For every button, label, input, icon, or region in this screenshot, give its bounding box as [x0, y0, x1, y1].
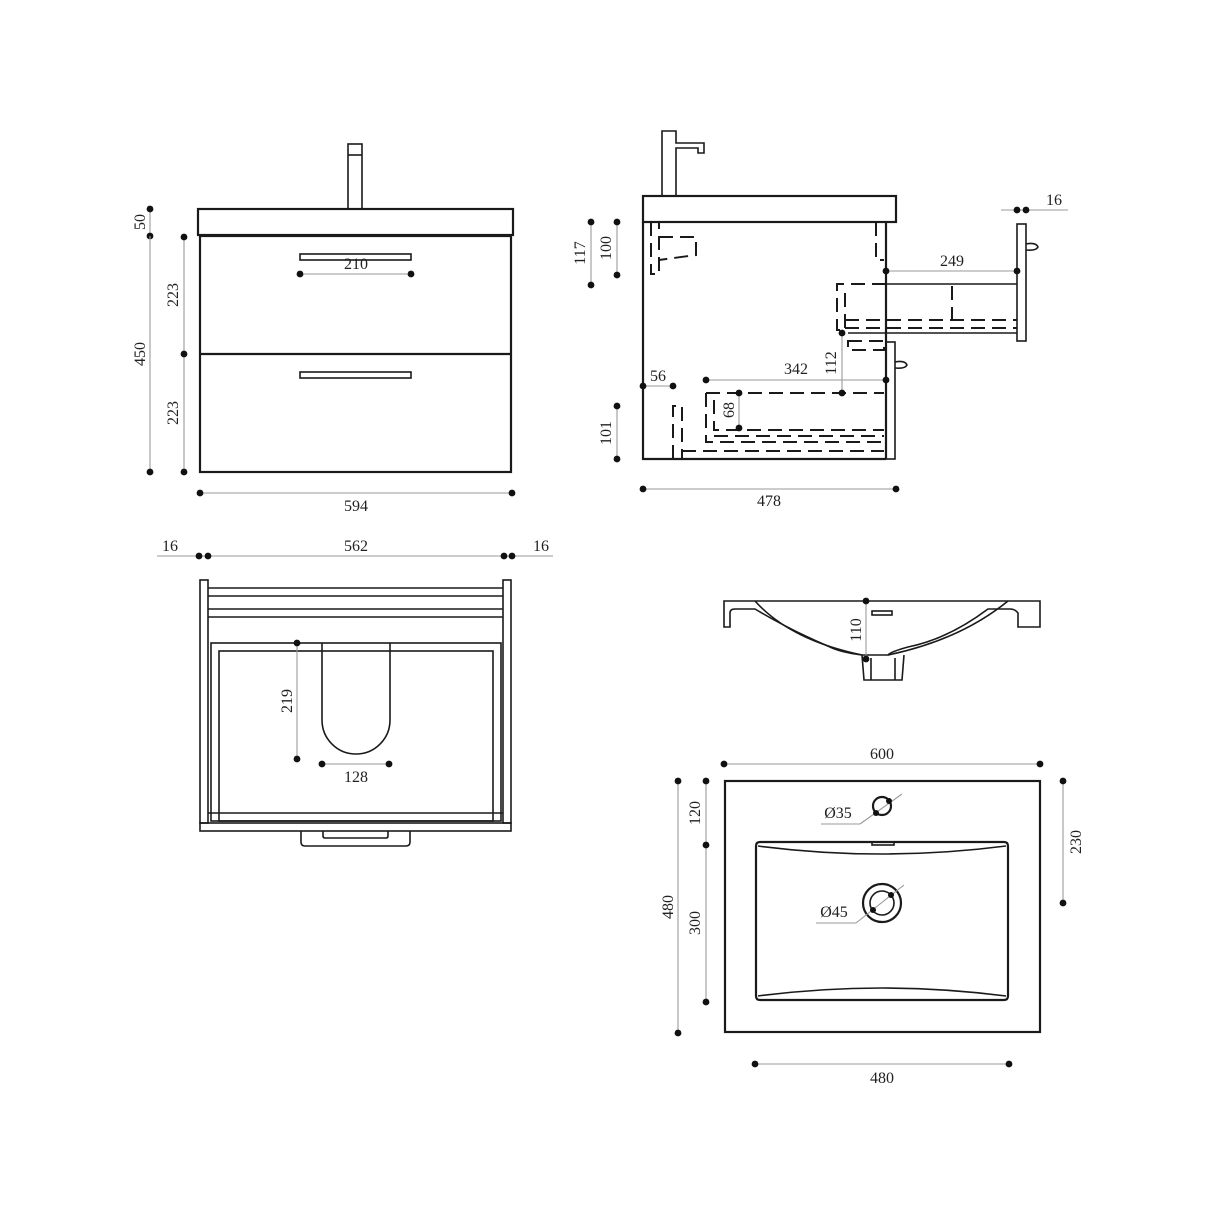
dim-inner-drawer-depth: 342: [784, 361, 808, 378]
dim-drawer-bottom-height: 223: [165, 401, 182, 425]
basin-plan: 600 Ø35 Ø45 480 120 300 230: [660, 746, 1085, 1087]
dim-cutout-depth: 219: [279, 689, 296, 713]
side-view: 117 100 16 249 112 342 56 68 101: [572, 130, 1068, 510]
dim-handle-width: 210: [344, 256, 368, 273]
dim-side-right: 16: [533, 538, 549, 555]
dim-drawer-extension: 249: [940, 253, 964, 270]
basin-outline: [723, 779, 1042, 1034]
dim-drawer-top-height: 223: [165, 283, 182, 307]
basin-bowl: [754, 840, 1010, 1002]
upper-handle-icon: [1025, 242, 1039, 251]
dim-basin-depth: 480: [660, 895, 677, 919]
dim-tap-hole: Ø35: [824, 805, 852, 822]
dim-total-width: 594: [344, 498, 368, 515]
siphon-cutout: [321, 643, 391, 755]
overflow-slot: [871, 610, 893, 616]
dim-cutout-width: 128: [344, 769, 368, 786]
tap-hole-icon: [871, 795, 893, 817]
drawer-front-top: [199, 822, 512, 832]
dim-front-panel-thickness: 16: [1046, 192, 1062, 209]
dim-drawer-step: 112: [823, 351, 840, 374]
dim-counter-height-b: 100: [598, 236, 615, 260]
dim-drain-hole: Ø45: [820, 904, 848, 921]
dim-back-offset: 56: [650, 368, 666, 385]
dim-top-thickness: 50: [132, 214, 149, 230]
drawer-handle-top: [299, 253, 412, 261]
basin-section: 110: [723, 597, 1041, 681]
faucet-side-icon: [661, 130, 705, 196]
dim-counter-height-a: 117: [572, 241, 589, 264]
dim-basin-width: 600: [870, 746, 894, 763]
upper-drawer-front: [1016, 223, 1027, 342]
top-view: 16 562 16 219 128: [157, 538, 553, 847]
drain-icon: [861, 882, 903, 924]
drawer-handle-top-view: [300, 831, 411, 847]
dim-tap-offset: 120: [687, 801, 704, 825]
dim-bowl-length: 300: [687, 911, 704, 935]
countertop: [196, 207, 515, 237]
dim-total-depth: 478: [757, 493, 781, 510]
dim-drain-offset: 230: [1068, 830, 1085, 854]
basin-profile: [723, 600, 1041, 656]
countertop-side: [641, 194, 898, 224]
lower-handle-icon: [894, 360, 908, 369]
dim-plinth-height: 101: [598, 421, 615, 445]
dim-inner-width: 562: [344, 538, 368, 555]
drawer-handle-bottom: [299, 371, 412, 379]
faucet-icon: [347, 143, 363, 210]
lower-drawer-front: [885, 341, 896, 460]
dim-total-height: 450: [132, 342, 149, 366]
dim-side-left: 16: [162, 538, 178, 555]
dim-bowl-width: 480: [870, 1070, 894, 1087]
front-view: 210 50 450 223 223 594: [132, 143, 516, 515]
dim-drawer-inner-height: 68: [721, 402, 738, 418]
dim-bowl-depth: 110: [848, 618, 865, 641]
